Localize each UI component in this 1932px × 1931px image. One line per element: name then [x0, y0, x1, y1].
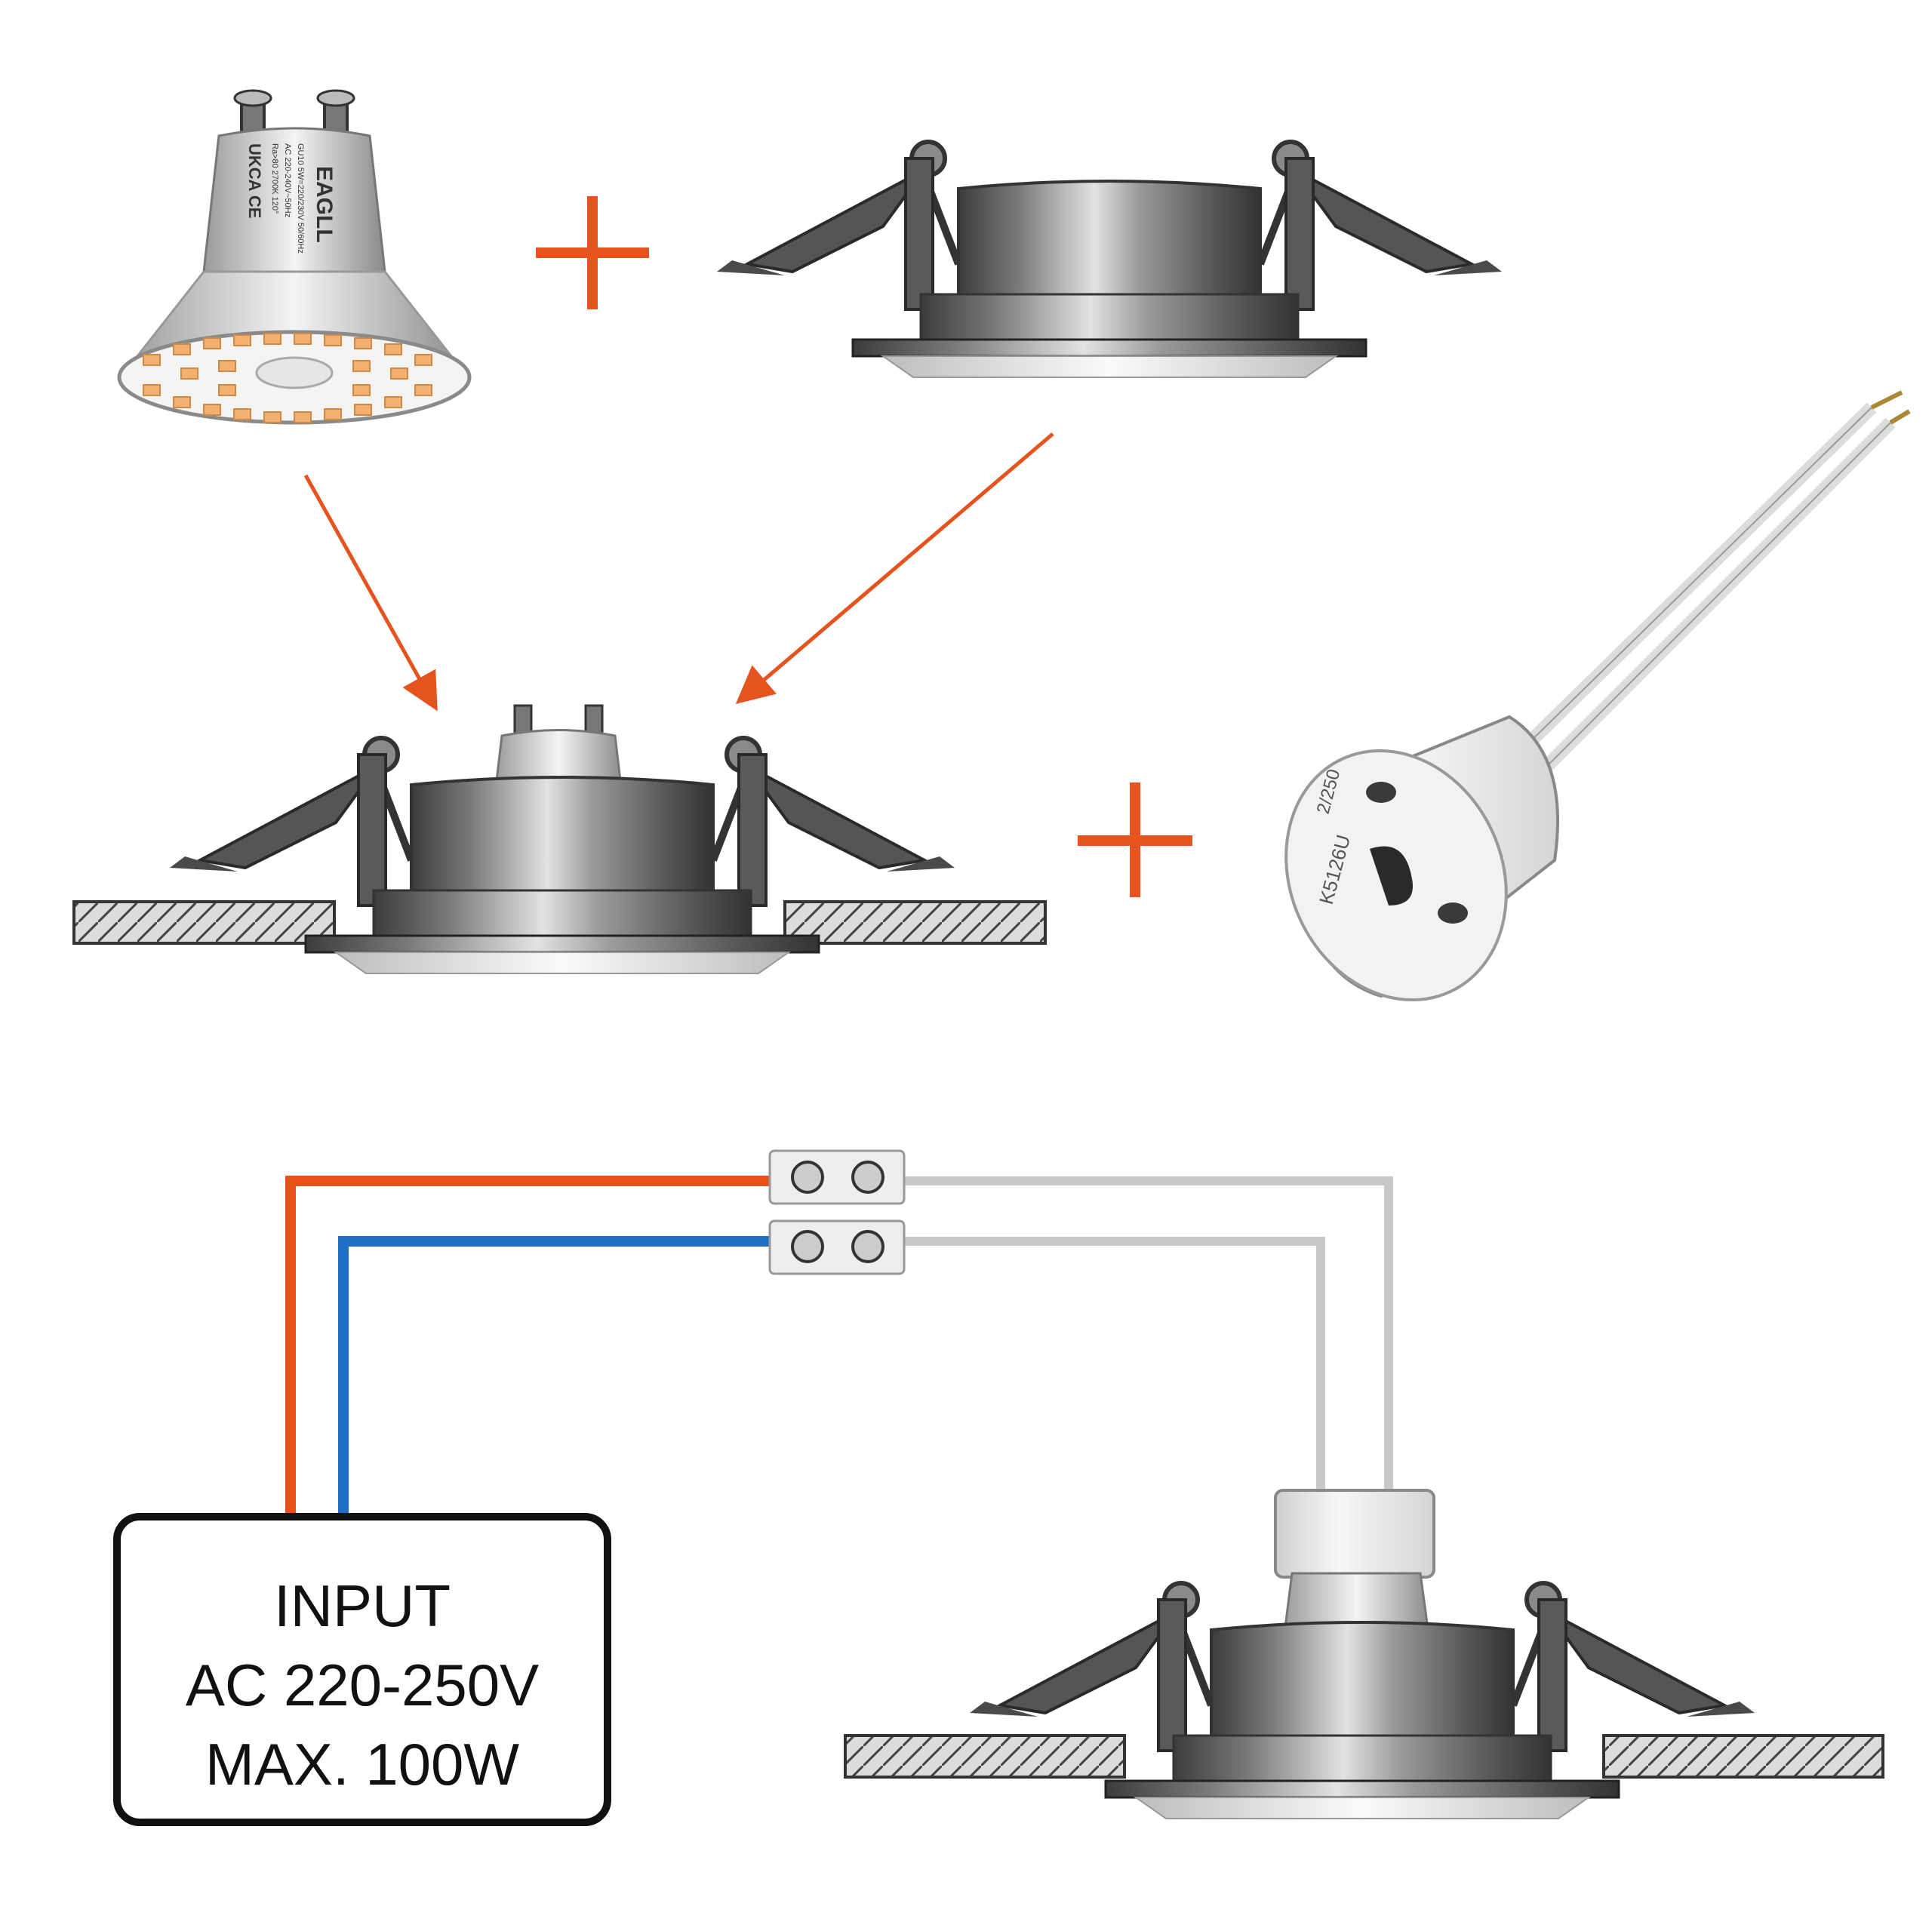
- power-input-voltage: AC 220-250V: [186, 1652, 539, 1718]
- arrow-diagonal-icon: [735, 432, 1054, 704]
- bulb-marks: UKCA CE: [245, 143, 264, 218]
- bulb-spec-2: AC 220-240V~50Hz: [283, 143, 292, 217]
- screw-terminal-block-icon: [768, 1149, 906, 1275]
- recessed-spotlight-frame-icon: [717, 142, 1502, 377]
- ceiling-section: [72, 900, 1047, 945]
- lamp-wire-1: [898, 1176, 1393, 1498]
- gu10-ceramic-socket-icon: K5126U 2/250: [1284, 390, 1911, 1002]
- power-input-title: INPUT: [274, 1573, 451, 1639]
- plus-sign-icon: [1078, 783, 1192, 897]
- live-wire: [285, 1176, 777, 1517]
- plus-sign-icon: [536, 196, 649, 309]
- power-input-max: MAX. 100W: [205, 1731, 520, 1797]
- ceiling-section: [844, 1734, 1884, 1779]
- bulb-spec-1: GU10 5W=220/230V 50/60Hz: [296, 143, 305, 254]
- lamp-wire-2: [898, 1237, 1325, 1498]
- bulb-brand: EAGLL: [312, 166, 337, 243]
- neutral-wire: [338, 1236, 777, 1517]
- arrow-diagonal-icon: [303, 474, 438, 712]
- gu10-led-bulb-icon: EAGLL GU10 5W=220/230V 50/60Hz AC 220-24…: [117, 89, 472, 425]
- power-input-box: INPUT AC 220-250V MAX. 100W: [113, 1513, 611, 1826]
- bulb-spec-3: Ra>80 2700K 120°: [270, 143, 279, 214]
